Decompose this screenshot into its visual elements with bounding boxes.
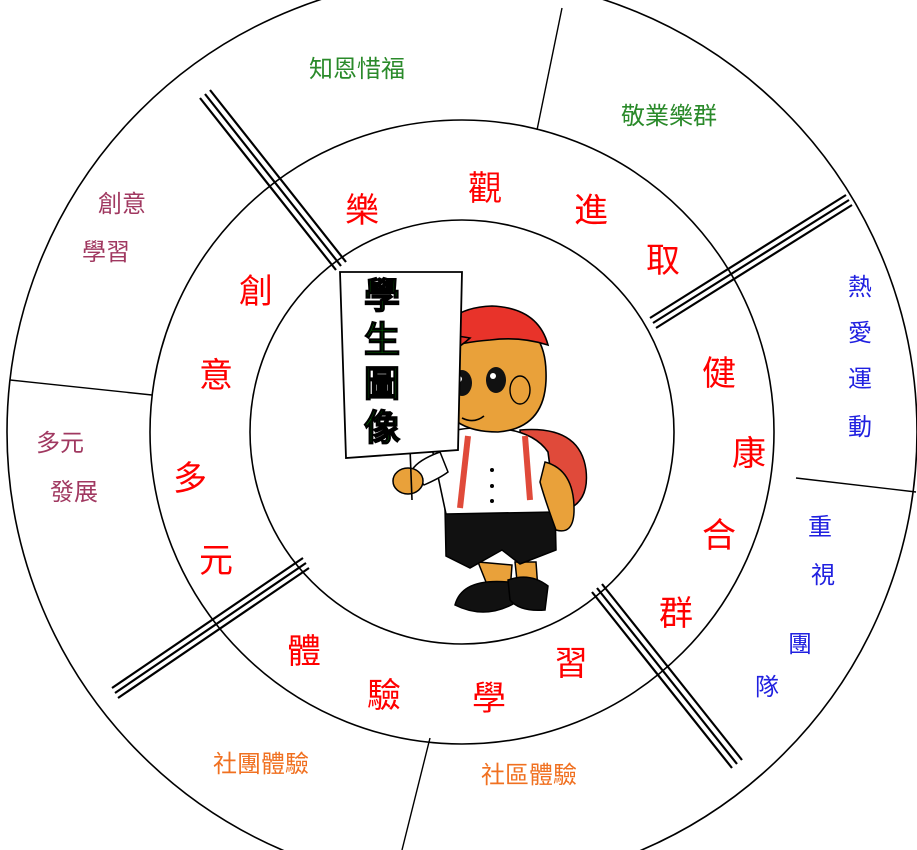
ear	[509, 375, 531, 405]
right-arm	[539, 461, 575, 532]
inner-char-chuang: 創	[239, 272, 273, 312]
outer-fa-zhan: 發展	[50, 478, 98, 506]
sign-char-1: 學	[364, 276, 400, 317]
inner-char-yan: 驗	[367, 676, 401, 716]
sign-char-3: 圖	[364, 364, 400, 405]
inner-ring	[249, 219, 675, 645]
outer-zhong-shi-3: 團	[788, 630, 812, 658]
inner-char-yi: 意	[199, 356, 233, 396]
sign-char-4: 像	[364, 408, 400, 449]
inner-char-yuan: 元	[199, 541, 233, 581]
divider-lower-right	[591, 583, 743, 769]
outer-duo-yuan: 多元	[36, 429, 84, 457]
shoe-right	[507, 576, 549, 612]
outer-xue-xi: 學習	[82, 238, 130, 266]
inner-char-le: 樂	[345, 191, 379, 231]
outer-divider-right	[795, 477, 917, 493]
inner-char-ti: 體	[287, 632, 321, 672]
eye-right	[486, 367, 506, 393]
outer-divider-bottom	[401, 737, 431, 850]
outer-zhong-shi-4: 隊	[755, 673, 779, 701]
inner-char-xue: 學	[472, 679, 506, 719]
sign-board	[339, 271, 463, 459]
inner-char-jin: 進	[574, 191, 608, 231]
divider-lower-left	[111, 557, 310, 699]
outer-re-ai-1: 熱	[848, 273, 872, 301]
mouth	[461, 415, 485, 422]
outer-ring-labels: 知恩惜福 敬業樂群 熱 愛 運 動 重 視 團 隊 社區體驗 社團體驗 多元 發…	[36, 55, 872, 789]
outer-zhi-en-xi-fu: 知恩惜福	[309, 55, 405, 83]
student-cartoon	[339, 271, 588, 613]
inner-char-he: 合	[702, 516, 736, 556]
inner-char-qu: 取	[646, 241, 680, 281]
left-hand	[392, 467, 424, 495]
outer-divider-left	[9, 379, 153, 396]
shoe-left	[454, 580, 516, 613]
divider-upper-left	[199, 89, 347, 271]
inner-char-guan: 觀	[468, 169, 502, 209]
outer-chuang-yi: 創意	[98, 190, 146, 218]
center-sign-text: 學 生 圖 像	[363, 275, 400, 449]
inner-char-xi: 習	[554, 644, 588, 684]
inner-ring-labels: 樂 觀 進 取 健 康 合 群 體 驗 學 習 創 意 多 元	[173, 169, 766, 719]
outer-she-qu-ti-yan: 社區體驗	[481, 761, 577, 789]
middle-ring	[149, 119, 775, 745]
outer-jing-ye-le-qun: 敬業樂群	[621, 102, 717, 130]
inner-char-jian: 健	[702, 354, 736, 394]
outer-zhong-shi-1: 重	[808, 513, 832, 541]
outer-re-ai-2: 愛	[848, 319, 872, 347]
outer-re-ai-4: 動	[848, 413, 872, 441]
inner-char-qun: 群	[659, 594, 693, 634]
outer-re-ai-3: 運	[848, 365, 872, 393]
outer-zhong-shi-2: 視	[811, 561, 835, 589]
inner-char-kang: 康	[732, 434, 766, 474]
divider-upper-right	[649, 194, 853, 329]
sign-char-2: 生	[364, 320, 400, 361]
shorts	[444, 505, 557, 569]
outer-she-tuan-ti-yan: 社團體驗	[213, 750, 309, 778]
inner-char-duo: 多	[173, 459, 207, 499]
outer-ring	[6, 0, 917, 850]
outer-divider-top	[536, 7, 563, 131]
